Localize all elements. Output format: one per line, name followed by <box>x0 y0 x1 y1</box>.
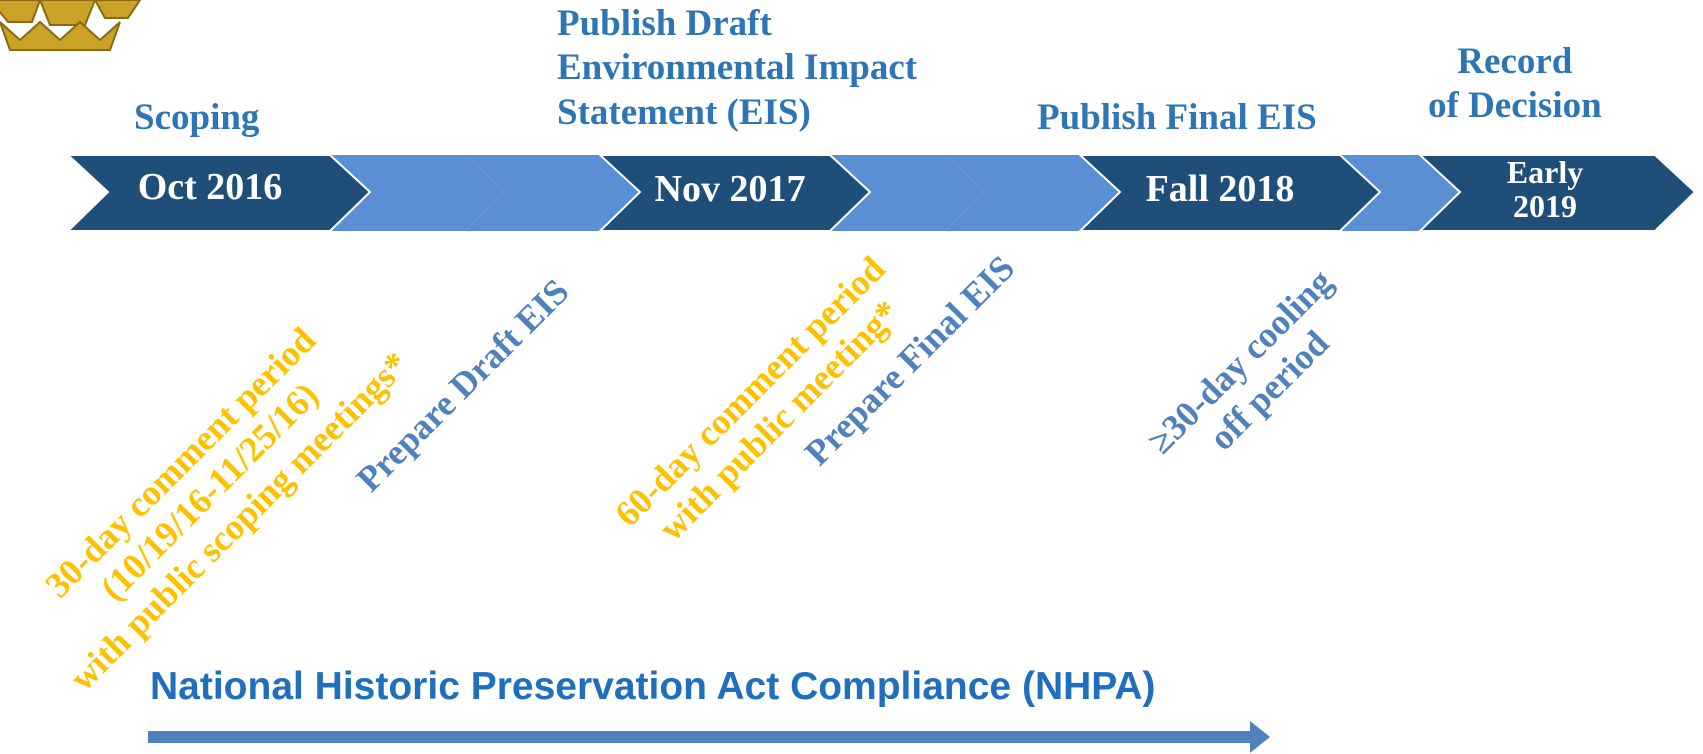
milestone-chevron-2 <box>597 154 872 232</box>
milestone-title-draft-eis: Publish Draft Environmental Impact State… <box>557 3 918 133</box>
milestone-date-scoping: Oct 2016 <box>137 166 283 208</box>
milestone-date-record-of-decision: Early 2019 <box>1506 154 1584 224</box>
milestone-chevron-4 <box>1417 154 1697 232</box>
connector-chevron-4 <box>945 155 1120 231</box>
milestone-title-final-eis: Publish Final EIS <box>1037 97 1317 138</box>
connector-chevron-2 <box>465 155 640 231</box>
milestone-chevron-3 <box>1077 154 1382 232</box>
milestone-date-final-eis: Fall 2018 <box>1145 168 1295 210</box>
connector-chevron-5 <box>1340 155 1460 231</box>
milestone-title-scoping: Scoping <box>134 97 260 138</box>
milestone-date-draft-eis: Nov 2017 <box>654 168 806 210</box>
nhpa-arrow <box>148 721 1270 753</box>
agency-seal-icon <box>0 0 142 51</box>
connector-chevron-1 <box>330 155 505 231</box>
milestone-chevron-1 <box>65 154 372 232</box>
milestone-title-record-of-decision: Record of Decision <box>1428 41 1602 127</box>
nhpa-label: National Historic Preservation Act Compl… <box>150 665 1156 708</box>
connector-chevron-3 <box>830 155 985 231</box>
